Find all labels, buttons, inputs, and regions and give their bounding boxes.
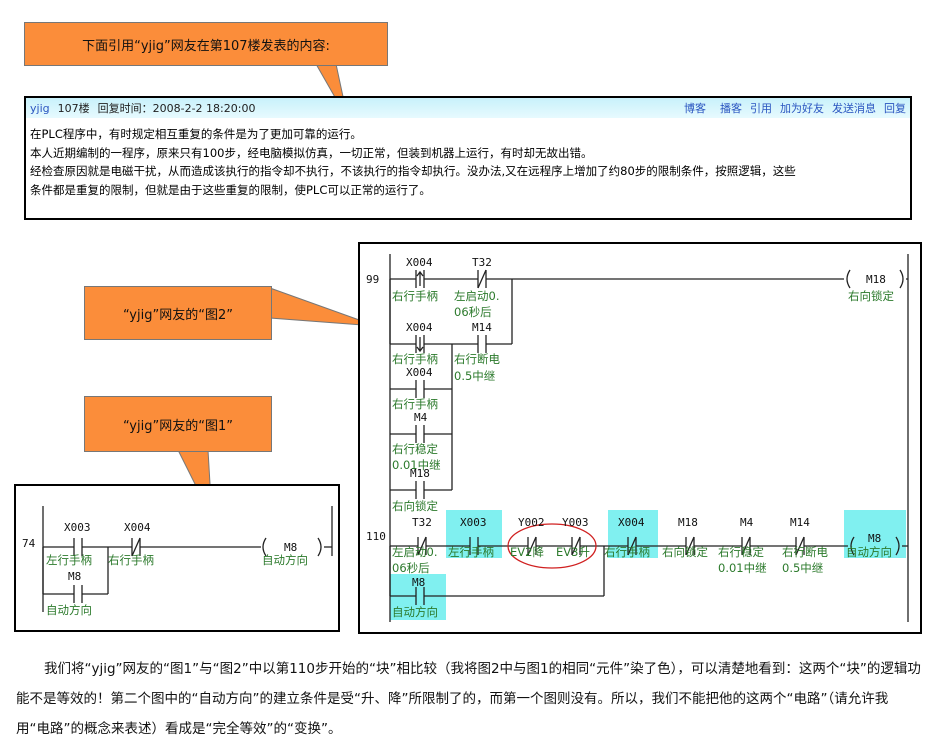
blog-link[interactable]: 博客 [684,102,706,115]
highlight-x003 [446,510,502,558]
post-reply-time: 回复时间：2008-2-2 18:20:00 [97,102,256,115]
r1-m18-coil-label: 右向锁定 [848,289,894,303]
r6-y003-address: Y003 [562,516,589,529]
r6-m4-label2: 0.01中继 [718,561,767,575]
fig1-callout-text: “yjig”网友的“图1” [123,418,233,434]
post-line: 条件都是重复的限制，但就是由于这些重复的限制，使PLC可以正常的运行了。 [30,182,431,197]
fig1-x004-address: X004 [124,521,151,534]
top-callout: 下面引用“yjig”网友在第107楼发表的内容: [24,22,388,66]
r6-x004-address: X004 [618,516,645,529]
fig2-ladder-diagram: 99 X004 右行手柄 T32 左启动0. 06秒后 M18 右向锁定 X00… [366,254,909,622]
r1-t32-address: T32 [472,256,492,269]
r6-x004-label: 右行手柄 [604,545,650,559]
highlight-m8 [390,574,446,620]
post-floor: 107楼 [57,102,90,115]
r6-m18-label: 右向锁定 [662,545,708,559]
fig1-step-number: 74 [22,537,36,550]
podcast-link[interactable]: 播客 [720,102,742,115]
reply-link[interactable]: 回复 [884,102,906,115]
fig1-x003-address: X003 [64,521,91,534]
highlight-m8-coil [844,510,906,558]
r6-t32-address: T32 [412,516,432,529]
r3-x004-address: X004 [406,366,433,379]
fig2-callout-text: “yjig”网友的“图2” [123,307,233,323]
r4-m4-address: M4 [414,411,428,424]
fig1-x003-label: 左行手柄 [46,553,92,567]
r1-t32-label: 左启动0. [454,289,499,303]
r6-m4-address: M4 [740,516,754,529]
r6-m8-coil-address: M8 [868,532,881,545]
fig1-callout: “yjig”网友的“图1” [84,396,272,452]
post-header: yjig 107楼 回复时间：2008-2-2 18:20:00 博客 播客 引… [26,98,910,118]
r1-t32-label2: 06秒后 [454,305,492,319]
post-line: 经检查原因就是电磁干扰，从而造成该执行的指令却不执行，不该执行的指令却执行。没办… [30,164,796,178]
y002-y003-highlight-circle [507,523,597,569]
forum-post: yjig 107楼 回复时间：2008-2-2 18:20:00 博客 播客 引… [24,96,912,220]
r6-m14-label2: 0.5中继 [782,561,823,575]
post-user-link[interactable]: yjig [30,101,50,115]
r5-m18-address: M18 [410,467,430,480]
r2-x004-address: X004 [406,321,433,334]
explanation-paragraph: 我们将“yjig”网友的“图1”与“图2”中以第110步开始的“块”相比较（我将… [16,661,921,737]
r6-x003-address: X003 [460,516,487,529]
post-line: 在PLC程序中，有时规定相互重复的条件是为了更加可靠的运行。 [30,127,362,141]
r6-t32-label2: 06秒后 [392,561,430,575]
r1-x004-address: X004 [406,256,433,269]
send-message-link[interactable]: 发送消息 [832,102,876,115]
post-line: 本人近期编制的一程序，原来只有100步，经电脑模拟仿真，一切正常，但装到机器上运… [30,145,593,160]
step-99: 99 [366,273,379,286]
top-callout-text: 下面引用“yjig”网友在第107楼发表的内容: [82,38,330,54]
fig1-m8-address: M8 [68,570,81,583]
fig1-ladder-diagram: 74 X003 左行手柄 X004 右行手柄 M8 自动方向 M8 自动方向 [22,506,333,617]
fig1-m8-coil-label: 自动方向 [262,553,308,567]
r2-m14-address: M14 [472,321,492,334]
fig2-ladder-panel: 99 X004 右行手柄 T32 左启动0. 06秒后 M18 右向锁定 X00… [358,242,922,634]
r2-m14-label2: 0.5中继 [454,369,495,383]
r6-m14-label: 右行断电 [782,545,828,559]
r7-m8-address: M8 [412,576,425,589]
r1-x004-label: 右行手柄 [392,289,438,303]
step-110: 110 [366,530,386,543]
r6-m4-label: 右行稳定 [718,545,764,559]
r3-x004-label: 右行手柄 [392,397,438,411]
fig1-m8-label: 自动方向 [46,603,92,617]
fig1-ladder-panel: 74 X003 左行手柄 X004 右行手柄 M8 自动方向 M8 自动方向 [14,484,340,632]
r1-m18-coil-address: M18 [866,273,886,286]
r5-m18-label: 右向锁定 [392,499,438,513]
r4-m4-label2: 0.01中继 [392,458,441,472]
r6-y003-label: EV3升 [556,545,590,559]
post-action-links: 博客 播客 引用 加为好友 发送消息 回复 [684,100,906,116]
r2-m14-label: 右行断电 [454,352,500,366]
r4-m4-label: 右行稳定 [392,442,438,456]
fig1-m8-coil-address: M8 [284,541,297,554]
r6-y002-address: Y002 [518,516,545,529]
r6-m18-address: M18 [678,516,698,529]
r6-m14-address: M14 [790,516,810,529]
r6-x003-label: 左行手柄 [448,545,494,559]
highlight-x004 [608,510,658,558]
r6-t32-label: 左启动0. [392,545,437,559]
quote-link[interactable]: 引用 [750,102,772,115]
r7-m8-label: 自动方向 [392,605,438,619]
post-body: 在PLC程序中，有时规定相互重复的条件是为了更加可靠的运行。 本人近期编制的一程… [26,118,910,199]
add-friend-link[interactable]: 加为好友 [780,102,824,115]
fig1-x004-label: 右行手柄 [108,553,154,567]
fig2-callout: “yjig”网友的“图2” [84,286,272,340]
r2-x004-label: 右行手柄 [392,352,438,366]
r6-m8-coil-label: 自动方向 [846,545,892,559]
r6-y002-label: EV2降 [510,545,544,559]
